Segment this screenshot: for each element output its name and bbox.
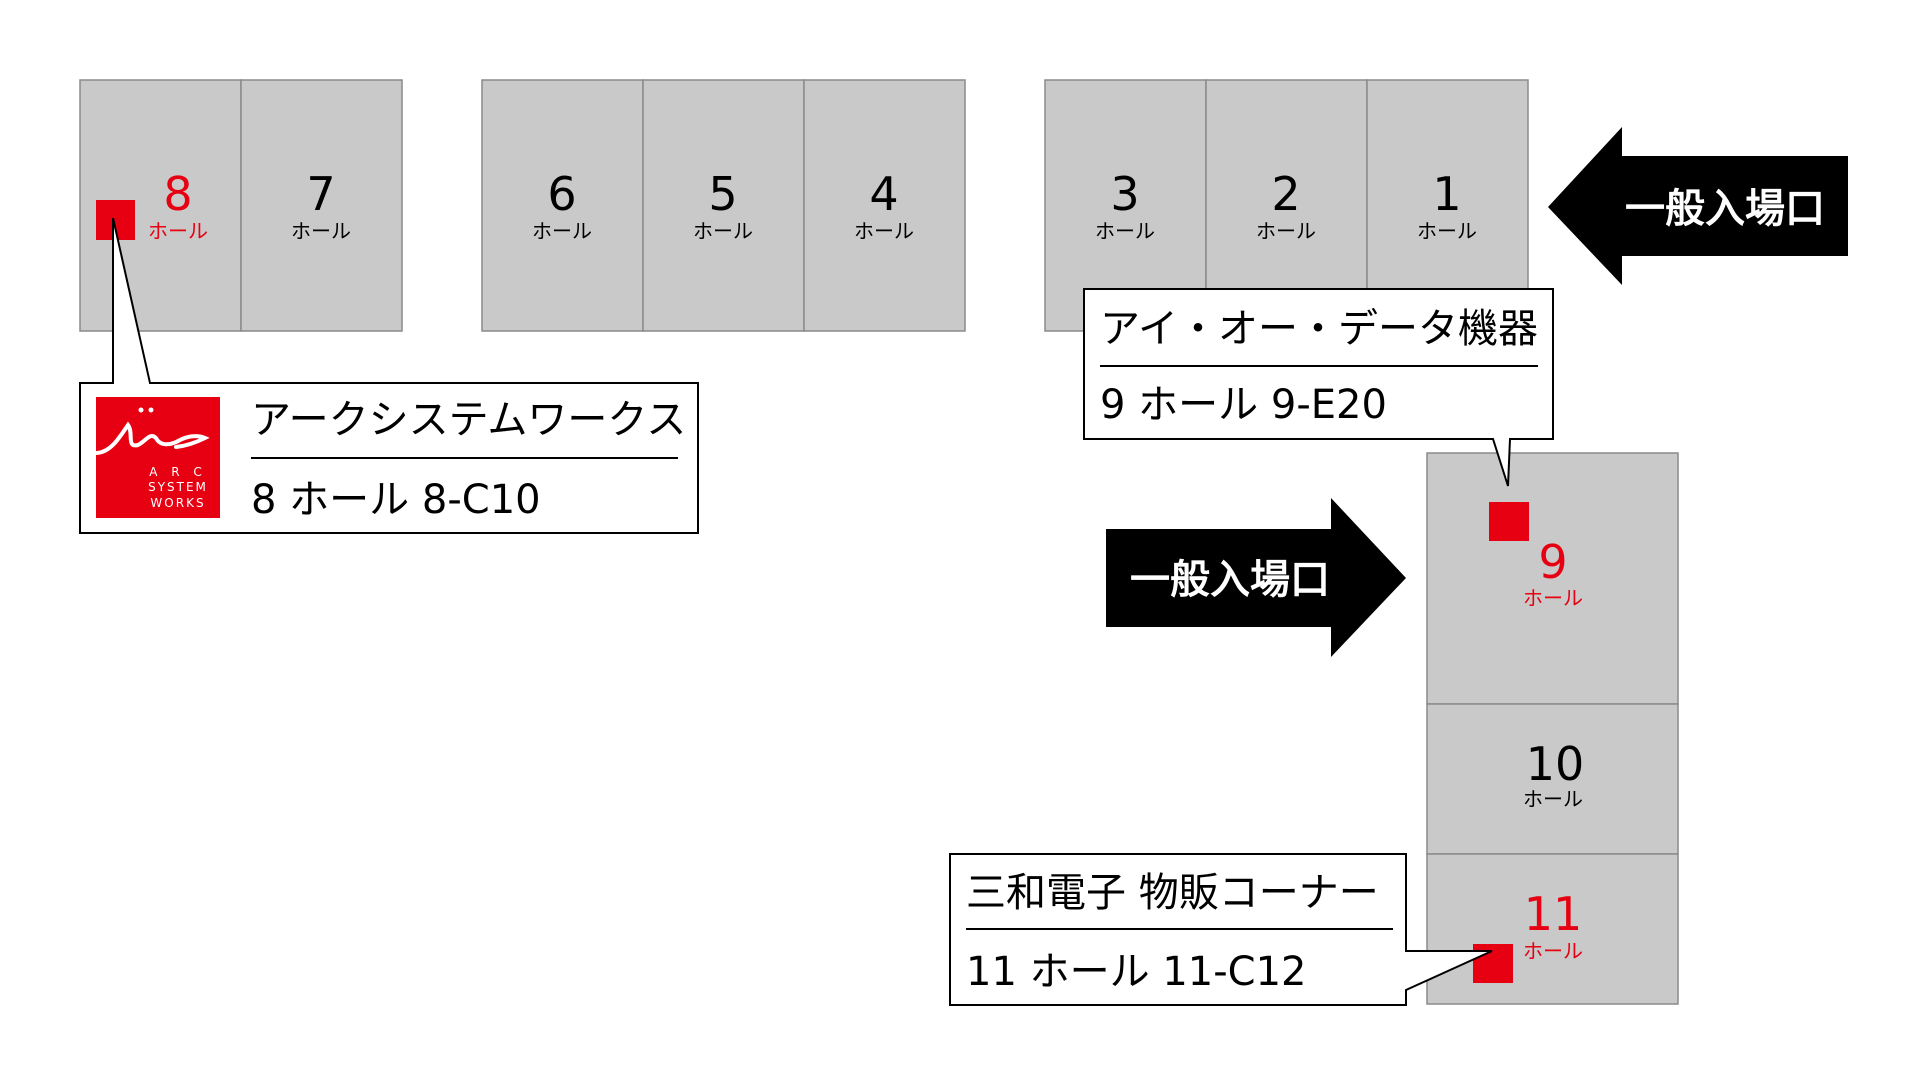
entrance-label: 一般入場口: [1625, 186, 1825, 232]
entrance-label: 一般入場口: [1130, 557, 1330, 603]
hall-label: ホール: [1523, 939, 1583, 963]
hall-label: ホール: [291, 219, 351, 243]
booth-marker-sanwa[interactable]: [1473, 944, 1513, 983]
booth-location: 8 ホール 8-C10: [251, 477, 541, 523]
hall-label: ホール: [532, 219, 592, 243]
hall-label: ホール: [693, 219, 753, 243]
callout-sanwa: 三和電子 物販コーナー 11 ホール 11-C12: [949, 853, 1493, 1006]
booth-location: 11 ホール 11-C12: [966, 949, 1307, 995]
callout-arc-system-works: A R C SYSTEM WORKS アークシステムワークス 8 ホール 8-C…: [79, 217, 699, 534]
booth-name: アークシステムワークス: [251, 397, 686, 443]
hall-number: 6: [547, 167, 576, 221]
hall-5[interactable]: 5 ホール: [642, 79, 805, 332]
hall-10[interactable]: 10 ホール: [1426, 703, 1679, 855]
booth-marker-iodata[interactable]: [1489, 502, 1529, 541]
svg-text:WORKS: WORKS: [150, 496, 205, 510]
callout-iodata: アイ・オー・データ機器 9 ホール 9-E20: [1083, 288, 1554, 487]
hall-number: 7: [306, 167, 335, 221]
hall-number: 8: [163, 167, 192, 221]
svg-text:A R C: A R C: [149, 465, 207, 479]
hall-label: ホール: [1095, 219, 1155, 243]
hall-label: ホール: [1523, 787, 1583, 811]
hall-label: ホール: [1256, 219, 1316, 243]
hall-9[interactable]: 9 ホール: [1426, 452, 1679, 705]
hall-number: 11: [1524, 887, 1583, 941]
hall-11[interactable]: 11 ホール: [1426, 853, 1679, 1005]
hall-7[interactable]: 7 ホール: [240, 79, 403, 332]
hall-label: ホール: [854, 219, 914, 243]
booth-name: アイ・オー・データ機器: [1100, 306, 1538, 352]
arc-system-works-logo: A R C SYSTEM WORKS: [95, 397, 220, 518]
entrance-arrow-left: 一般入場口: [1548, 127, 1848, 285]
svg-text:SYSTEM: SYSTEM: [148, 480, 208, 494]
hall-number: 1: [1432, 167, 1461, 221]
hall-label: ホール: [1417, 219, 1477, 243]
hall-number: 2: [1271, 167, 1300, 221]
hall-label: ホール: [148, 219, 208, 243]
entrance-arrow-right: 一般入場口: [1106, 498, 1406, 657]
hall-number: 5: [708, 167, 737, 221]
hall-label: ホール: [1523, 586, 1583, 610]
hall-number: 9: [1538, 535, 1567, 589]
hall-number: 3: [1110, 167, 1139, 221]
booth-name: 三和電子 物販コーナー: [966, 870, 1379, 916]
booth-location: 9 ホール 9-E20: [1100, 382, 1387, 428]
hall-4[interactable]: 4 ホール: [803, 79, 966, 332]
hall-number: 10: [1526, 737, 1585, 791]
hall-6[interactable]: 6 ホール: [481, 79, 644, 332]
hall-number: 4: [869, 167, 898, 221]
